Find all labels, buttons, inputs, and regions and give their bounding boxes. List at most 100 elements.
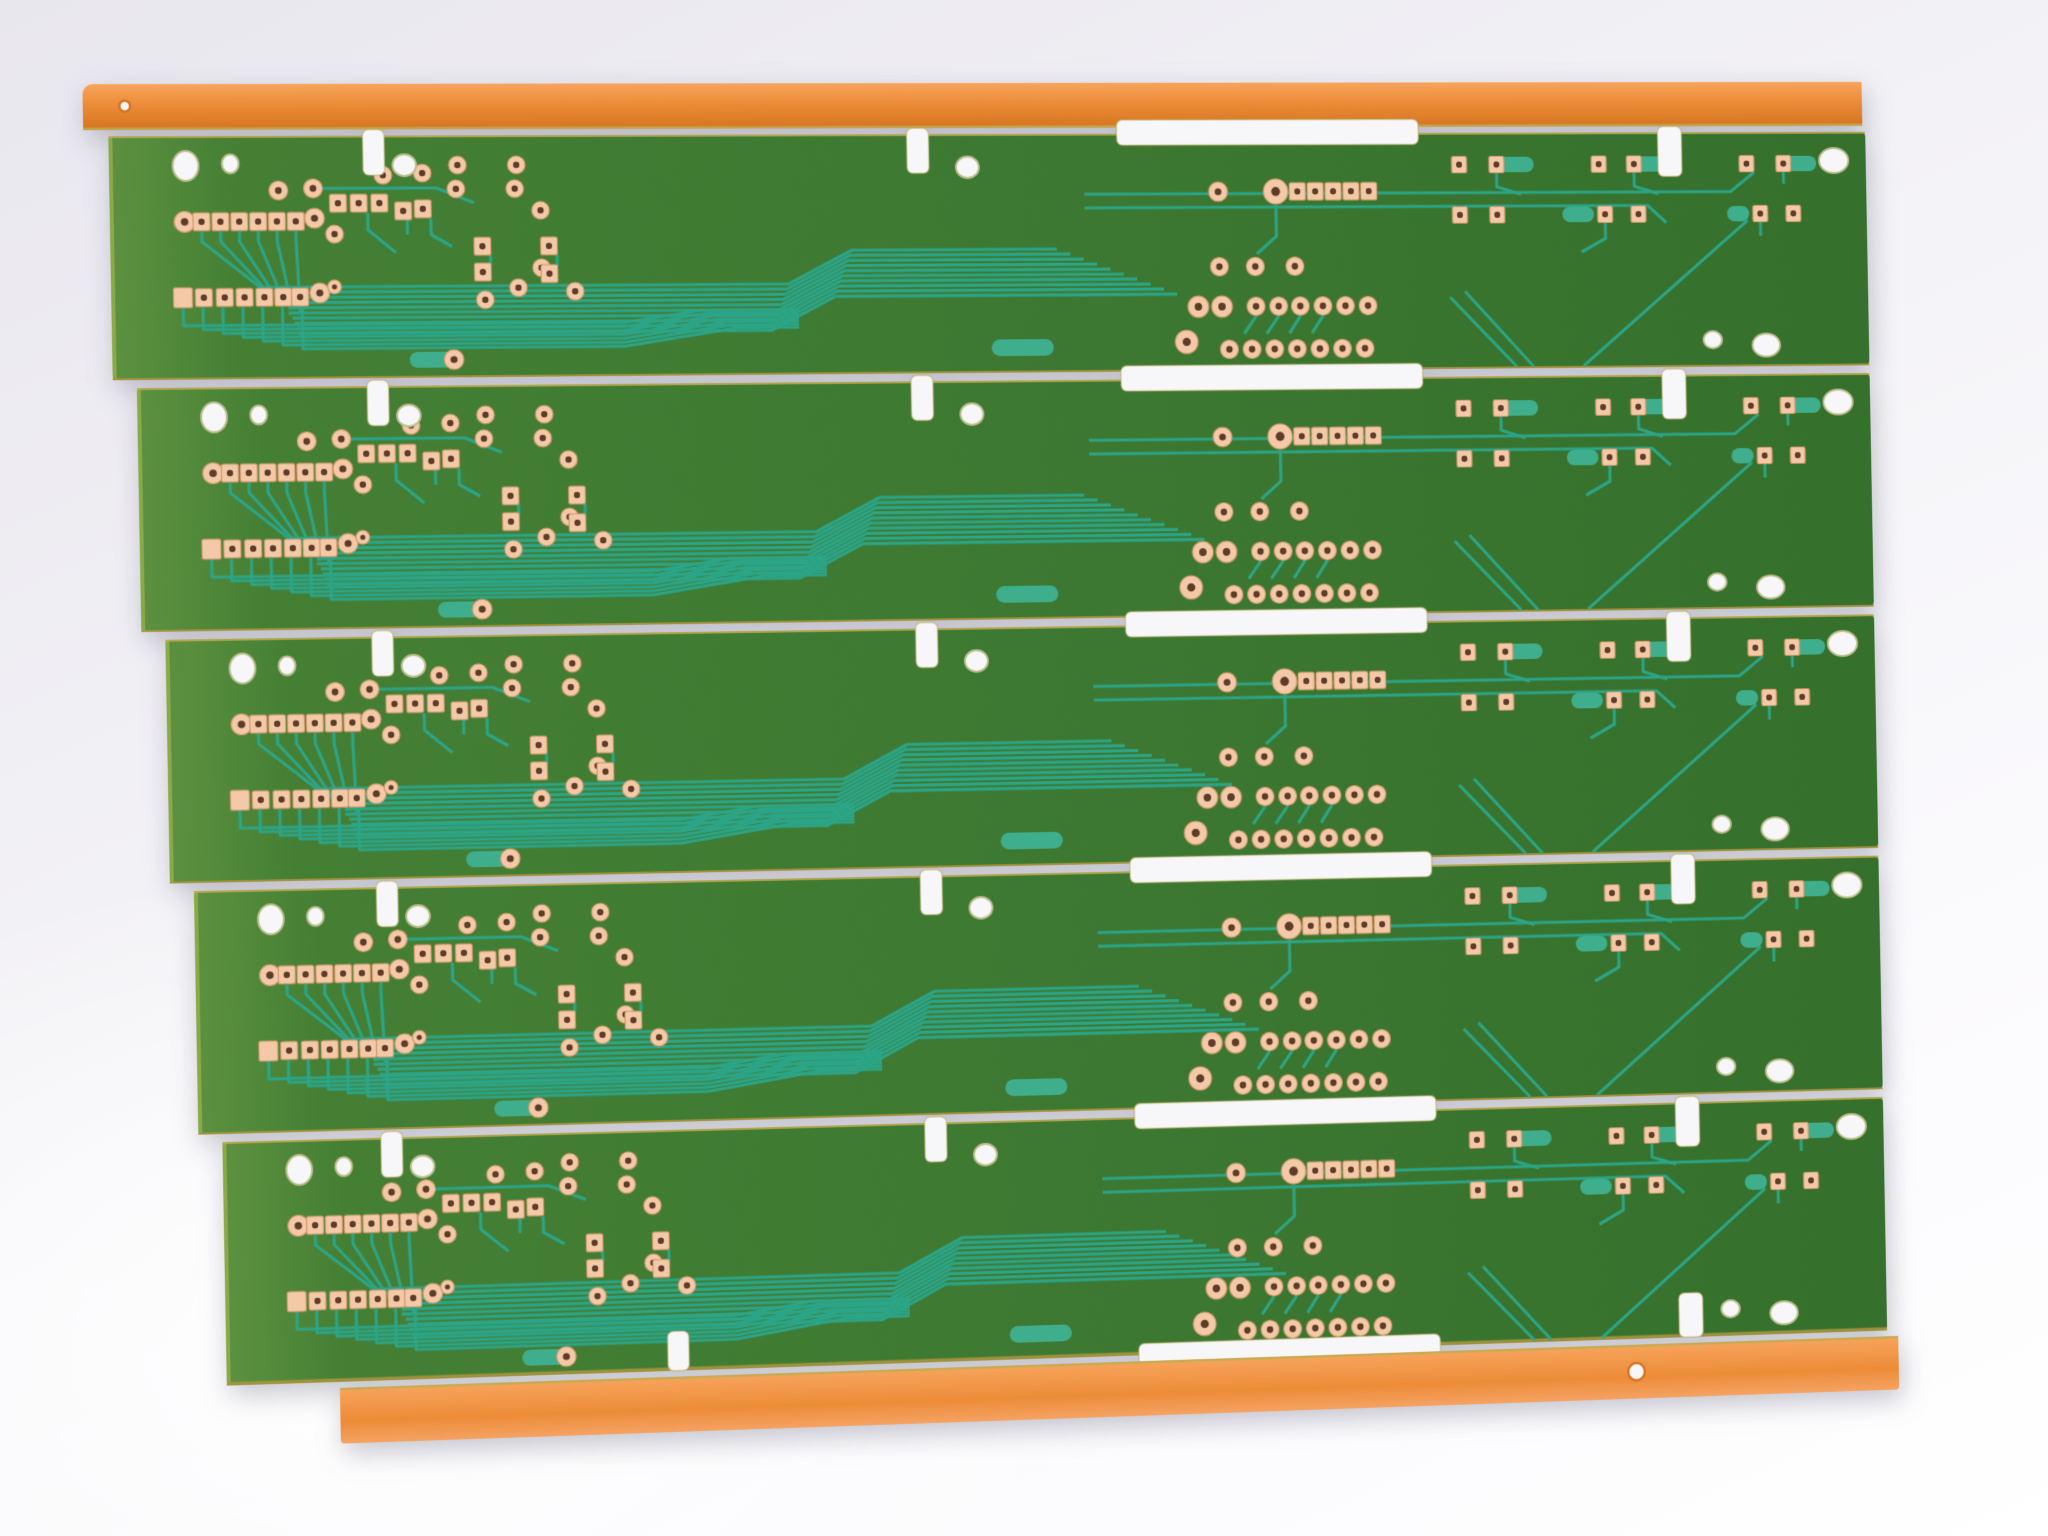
round-pad	[503, 679, 521, 697]
pcb-panel-wrap	[75, 78, 1916, 1482]
square-pad	[586, 1234, 603, 1252]
square-pad	[297, 965, 314, 983]
square-pad	[399, 444, 416, 462]
round-pad	[388, 930, 407, 949]
round-pad	[448, 156, 466, 174]
routed-slot	[924, 1116, 947, 1162]
pad-layer	[285, 1119, 1821, 1376]
routed-slot	[376, 881, 399, 927]
drill-hole	[1770, 1301, 1798, 1325]
routed-slot	[906, 128, 929, 173]
round-pad	[360, 680, 379, 699]
rail-body	[82, 81, 1863, 131]
pad-drill	[249, 545, 257, 552]
square-pad	[530, 736, 547, 754]
pad-drill	[283, 971, 291, 979]
square-pad	[341, 1040, 358, 1058]
smd-tail	[1731, 447, 1754, 464]
pad-drill	[480, 435, 488, 442]
pad-drill	[355, 199, 362, 207]
square-pad	[569, 514, 586, 532]
smd-tail	[1571, 692, 1604, 709]
strip-left-edge	[165, 640, 174, 885]
pad-drill	[303, 437, 311, 445]
pad-drill	[285, 1047, 293, 1054]
square-pad	[382, 1214, 399, 1232]
square-pad	[330, 1291, 347, 1309]
pad-drill	[198, 218, 206, 226]
square-pad	[624, 983, 641, 1001]
smd-tail	[1580, 1178, 1612, 1195]
round-pad	[538, 528, 556, 546]
drill-hole	[1823, 389, 1853, 414]
round-pad	[410, 976, 428, 994]
square-pad	[172, 287, 194, 309]
pad-drill	[283, 469, 290, 476]
pad-drill	[379, 171, 387, 179]
square-pad	[569, 486, 586, 504]
drill-hole	[1752, 333, 1780, 356]
square-pad	[331, 789, 348, 807]
round-pad	[588, 699, 606, 717]
pad-drill	[331, 230, 338, 238]
pad-drill	[391, 700, 398, 708]
routed-slot	[371, 630, 394, 676]
round-pad	[535, 405, 553, 423]
square-pad	[349, 1290, 366, 1308]
round-pad	[562, 678, 580, 696]
round-pad	[589, 757, 607, 775]
square-pad	[335, 964, 352, 982]
pad-drill	[325, 544, 332, 551]
drill-hole	[392, 154, 416, 176]
drill-hole	[1712, 815, 1731, 833]
pad-drill	[337, 435, 345, 443]
smd-tail	[996, 585, 1059, 603]
smd-tail	[1740, 931, 1763, 948]
square-pad	[597, 735, 614, 753]
pad-drill	[302, 971, 309, 978]
strip-body	[136, 372, 1874, 633]
pcb-strip	[165, 601, 1879, 885]
round-pad	[412, 1030, 426, 1044]
drill-hole	[1766, 1059, 1794, 1083]
drill-hole	[1703, 331, 1722, 348]
round-pad	[594, 531, 612, 549]
square-pad	[455, 944, 472, 962]
pad-drill	[387, 731, 395, 739]
pad-drill	[404, 450, 411, 457]
pcb-strip	[222, 1083, 1888, 1392]
round-pad	[469, 664, 487, 682]
pad-drill	[294, 1221, 303, 1230]
pad-drill	[274, 187, 282, 194]
smd-tail	[1000, 831, 1063, 850]
drill-hole	[1717, 1058, 1736, 1076]
drill-hole	[171, 150, 200, 183]
square-pad	[652, 1232, 669, 1250]
square-pad	[363, 1214, 380, 1232]
smd-tail	[437, 601, 483, 618]
square-pad	[301, 1041, 318, 1059]
strip-top-gold-edge	[108, 131, 1866, 139]
round-pad	[532, 201, 550, 219]
round-pad	[622, 780, 640, 798]
round-pad	[590, 927, 608, 945]
rail-tooling-hole	[117, 99, 132, 113]
round-pad	[616, 948, 634, 966]
round-pad	[389, 959, 409, 979]
square-pad	[541, 265, 558, 283]
pad-drill	[359, 481, 367, 488]
round-pad	[416, 1180, 435, 1199]
pad-drill	[419, 205, 427, 213]
pad-drill	[376, 199, 383, 207]
strip-body	[165, 614, 1879, 884]
round-pad	[559, 1177, 577, 1195]
pcb-strip	[108, 118, 1870, 381]
drill-hole	[286, 1155, 312, 1186]
slot-layer	[380, 1088, 1703, 1392]
pad-drill	[399, 207, 407, 215]
drill-hole	[969, 897, 992, 919]
square-pad	[353, 964, 370, 982]
pad-drill	[366, 685, 373, 693]
round-pad	[438, 1225, 456, 1243]
square-pad	[502, 487, 519, 505]
